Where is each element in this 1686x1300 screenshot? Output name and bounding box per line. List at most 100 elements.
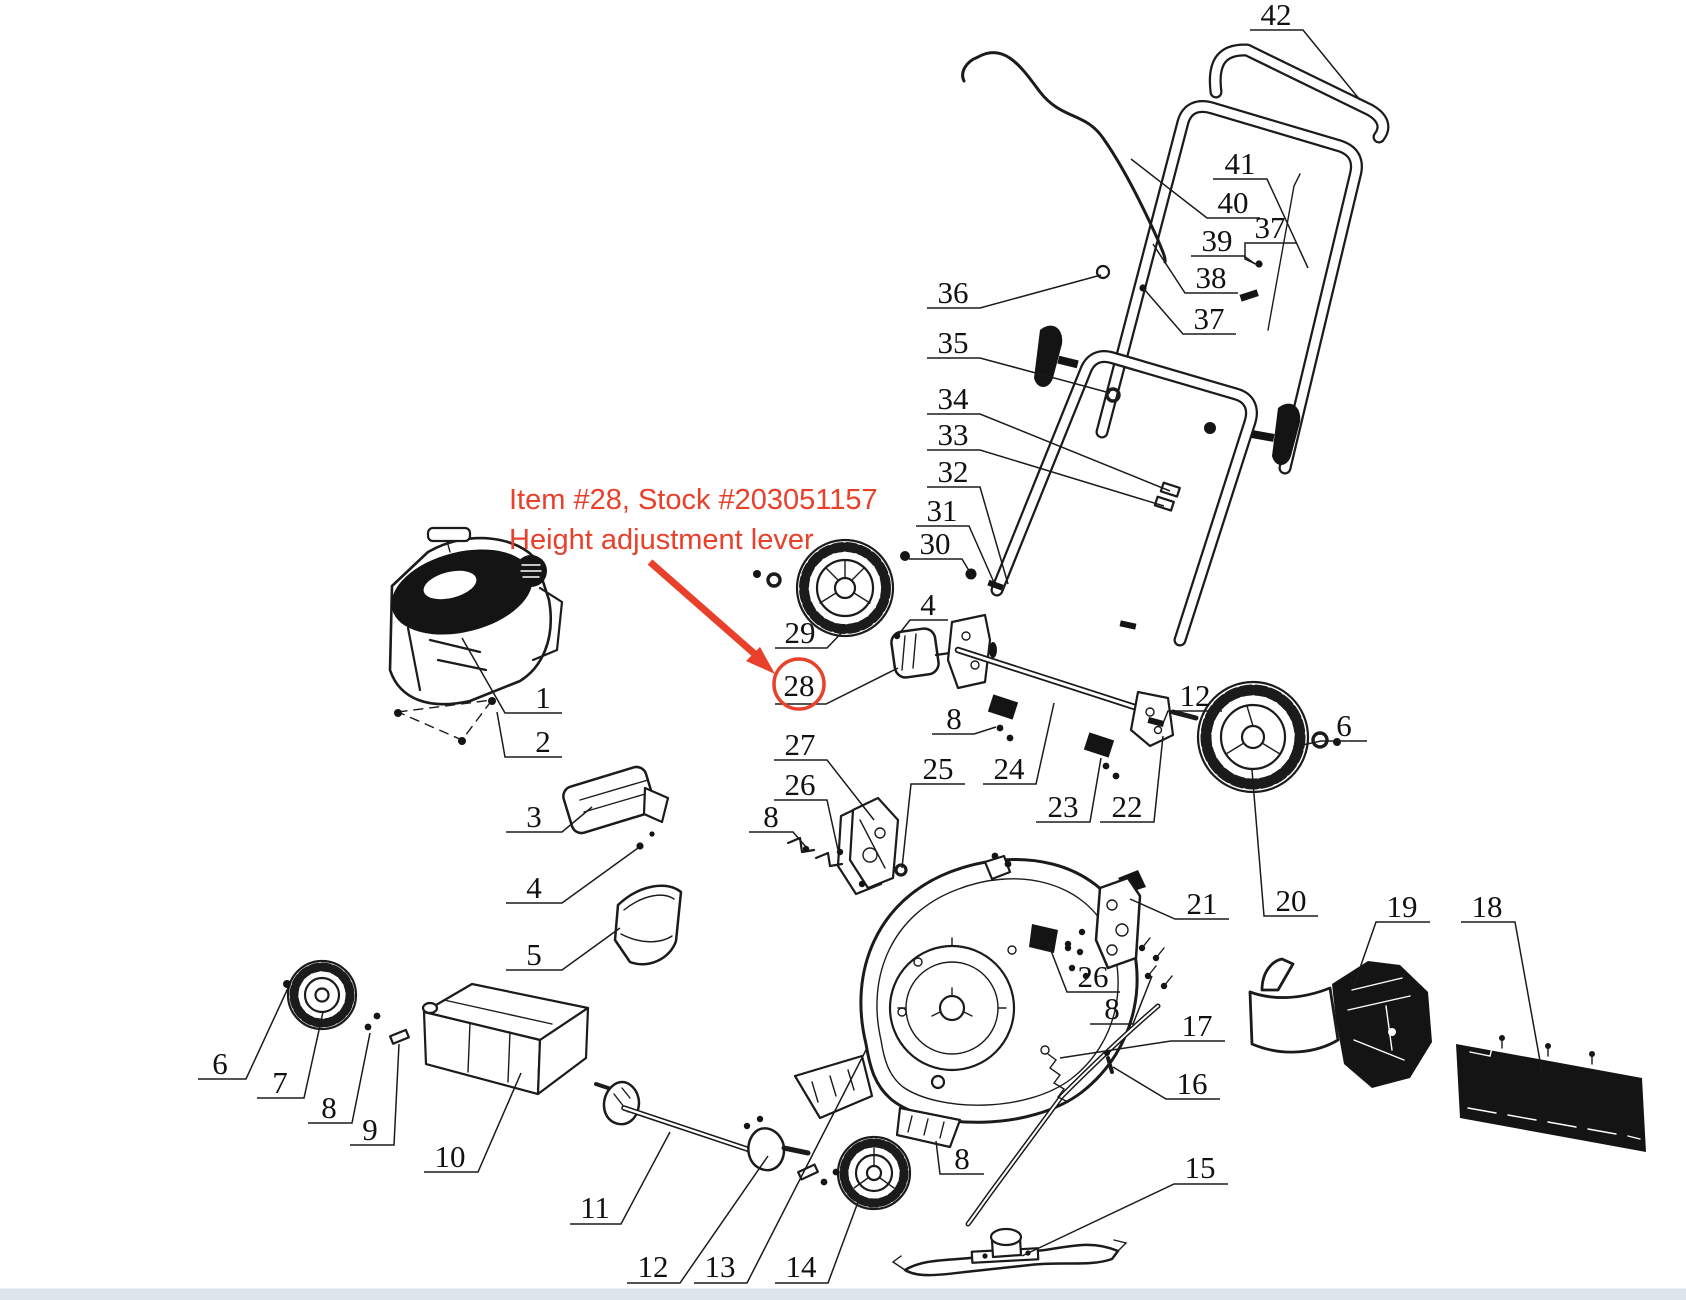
callout-leader-37 <box>1244 242 1297 266</box>
wheel-20-drawing <box>1196 680 1341 794</box>
callout-number-6: 6 <box>1336 708 1352 743</box>
callout-number-29: 29 <box>785 615 816 650</box>
blade-drawing <box>891 1227 1128 1277</box>
callout-leader-8 <box>308 1032 371 1124</box>
handle-bolt <box>1239 289 1259 302</box>
wheel-14-drawing <box>797 1124 948 1211</box>
callout-leader-26 <box>774 799 839 851</box>
callout-number-10: 10 <box>435 1139 466 1174</box>
callout-leader-28 <box>775 667 899 705</box>
callout-leader-12 <box>1163 710 1222 722</box>
callout-leader-35 <box>927 357 1111 394</box>
mount-bolt-1 <box>394 709 402 717</box>
callout-leader-4 <box>898 619 948 635</box>
bushing-25 <box>894 863 908 877</box>
callout-number-40: 40 <box>1218 185 1249 220</box>
callout-number-8: 8 <box>1104 991 1120 1026</box>
annotation-arrow-shaft <box>647 559 760 659</box>
callout-leader-11 <box>570 1131 671 1225</box>
callout-number-38: 38 <box>1196 260 1227 295</box>
callout-number-41: 41 <box>1225 146 1256 181</box>
callout-number-31: 31 <box>927 493 958 528</box>
baffle-panel-drawing <box>1456 1035 1646 1152</box>
callout-number-8: 8 <box>321 1090 337 1125</box>
callout-number-12: 12 <box>1180 678 1211 713</box>
rear-flap-lines <box>620 894 675 943</box>
callout-leader-37 <box>1143 288 1236 335</box>
callout-leader-41 <box>1213 178 1309 269</box>
callout-leader-36 <box>927 274 1102 309</box>
callout-number-13: 13 <box>705 1249 736 1284</box>
callout-number-36: 36 <box>938 275 969 310</box>
callout-number-9: 9 <box>362 1112 378 1147</box>
callout-leader-19 <box>1352 921 1430 989</box>
cover-handle-loop <box>1260 957 1295 992</box>
cable-eyelet <box>1095 264 1111 280</box>
callout-leader-22 <box>1100 735 1164 823</box>
blade-hub <box>989 1227 1023 1247</box>
muffler-bracket <box>642 786 670 824</box>
muffler-lines <box>579 779 653 813</box>
pin-16 <box>1106 1056 1114 1074</box>
callout-leader-10 <box>424 1072 522 1173</box>
item-28-highlight-circle <box>772 657 826 711</box>
rear-axle-drawing <box>890 613 1199 780</box>
callout-leader-40 <box>1130 158 1260 219</box>
handle-leg-bolt-2 <box>1119 620 1137 630</box>
callout-number-8: 8 <box>954 1141 970 1176</box>
callout-number-35: 35 <box>938 325 969 360</box>
callout-number-3: 3 <box>526 799 542 834</box>
callout-leader-33 <box>927 449 1165 507</box>
pull-cord <box>446 540 451 553</box>
cam-lever-right-bolt <box>1251 430 1275 442</box>
callout-leader-12 <box>627 1155 769 1284</box>
callout-number-21: 21 <box>1187 886 1218 921</box>
cable-guide-dot-2 <box>1255 260 1263 268</box>
front-bracket-drawing <box>786 796 908 896</box>
callout-leader-4 <box>506 847 639 904</box>
muffler-body <box>562 765 656 835</box>
callout-leader-38 <box>1152 243 1238 294</box>
annotation-line1: Item #28, Stock #203051157 <box>509 484 878 516</box>
callout-number-42: 42 <box>1261 0 1292 32</box>
callout-leader-26 <box>1047 942 1120 993</box>
callout-number-2: 2 <box>535 724 551 759</box>
mount-bolt-3 <box>458 737 466 745</box>
callout-leader-29 <box>775 624 850 649</box>
callout-leader-27 <box>774 759 875 821</box>
mount-bolt-2 <box>488 697 496 705</box>
callout-number-5: 5 <box>526 937 542 972</box>
callout-leader-8 <box>935 1140 984 1175</box>
spring-17 <box>1047 1053 1069 1103</box>
adjuster-plate <box>848 796 900 890</box>
cable-clip-lower <box>1153 495 1175 512</box>
callout-leader-21 <box>1129 898 1229 920</box>
cam-plate-right <box>747 1127 786 1172</box>
handle-nut-2 <box>1204 422 1216 434</box>
callout-leader-32 <box>927 486 1009 585</box>
callout-number-7: 7 <box>272 1065 288 1100</box>
callout-leader-31 <box>916 525 997 588</box>
callout-number-23: 23 <box>1048 789 1079 824</box>
callout-leader-7 <box>257 1011 324 1099</box>
callout-number-26: 26 <box>785 767 816 802</box>
callout-leader-34 <box>927 413 1171 492</box>
handle-nut <box>1105 387 1121 403</box>
callout-number-27: 27 <box>785 727 816 762</box>
tank-cap <box>421 1001 439 1015</box>
callout-leader-2 <box>496 711 562 758</box>
callout-leader-8 <box>1090 975 1153 1025</box>
callout-leader-1 <box>461 637 562 714</box>
callout-number-39: 39 <box>1202 223 1233 258</box>
callout-number-33: 33 <box>938 417 969 452</box>
callout-leader-8 <box>932 726 997 735</box>
callout-number-8: 8 <box>763 799 779 834</box>
callout-leader-8 <box>749 831 807 848</box>
muffler-bolt <box>636 842 644 850</box>
bracket-21-drawing <box>1064 870 1173 990</box>
callout-number-15: 15 <box>1185 1150 1216 1185</box>
upper-grip-tube <box>1208 43 1390 144</box>
callout-leader-18 <box>1461 921 1543 1073</box>
fuel-tank-drawing <box>421 982 590 1096</box>
